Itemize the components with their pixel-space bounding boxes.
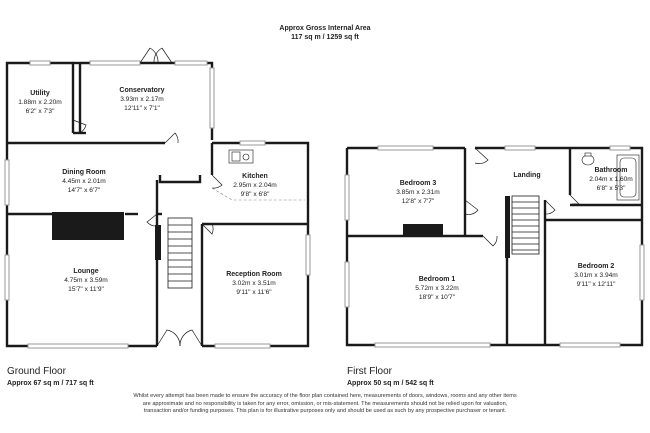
bathroom-dim-m: 2.04m x 1.60m (589, 176, 633, 183)
conservatory-dim-m: 3.93m x 2.17m (120, 96, 164, 103)
bedroom-3-name: Bedroom 3 (400, 180, 437, 187)
kitchen-worktop (211, 187, 305, 201)
room-labels: Utility 1.88m x 2.20m 6'2" x 7'3" Conser… (18, 87, 633, 301)
dining-room-dim-m: 4.45m x 2.01m (62, 178, 106, 185)
conservatory-name: Conservatory (119, 87, 164, 94)
ground-windows (4, 60, 311, 349)
area-total: 117 sq m / 1259 sq ft (291, 34, 359, 41)
stair-post (155, 225, 161, 260)
bedroom-2-dim-ft: 9'11" x 12'11" (577, 281, 617, 288)
landing-name: Landing (513, 172, 540, 179)
bedroom-2-name: Bedroom 2 (578, 263, 615, 270)
bathroom-fixtures (581, 152, 640, 201)
first-stair-wall (505, 196, 510, 258)
kitchen-dim-ft: 9'8" x 6'8" (241, 191, 270, 198)
utility-dim-m: 1.88m x 2.20m (18, 99, 62, 106)
ground-floor-area: Approx 67 sq m / 717 sq ft (7, 380, 94, 387)
bedroom-3-dim-ft: 12'8" x 7'7" (402, 198, 435, 205)
kitchen-name: Kitchen (242, 173, 268, 180)
bedroom-3-dim-m: 3.85m x 2.31m (396, 189, 440, 196)
reception-room-dim-m: 3.02m x 3.51m (232, 280, 276, 287)
first-floor-area: Approx 50 sq m / 542 sq ft (347, 380, 434, 387)
bathroom-name: Bathroom (594, 167, 627, 174)
utility-name: Utility (30, 90, 50, 97)
disclaimer: Whilst every attempt has been made to en… (133, 393, 517, 415)
conservatory-dim-ft: 12'11" x 7'1" (124, 105, 160, 112)
bedroom-1-name: Bedroom 1 (419, 276, 456, 283)
dining-room-name: Dining Room (62, 169, 106, 176)
reception-room-name: Reception Room (226, 271, 282, 278)
first-floor-label: First Floor (347, 366, 392, 377)
lounge-dim-m: 4.75m x 3.59m (64, 277, 108, 284)
utility-dim-ft: 6'2" x 7'3" (26, 108, 55, 115)
bedroom-1-dim-m: 5.72m x 3.22m (415, 285, 459, 292)
ground-floor-label: Ground Floor (7, 366, 66, 377)
ground-stairs (167, 217, 193, 289)
area-title: Approx Gross Internal Area (279, 25, 371, 32)
reception-room-dim-ft: 9'11" x 11'6" (236, 289, 272, 296)
lounge-name: Lounge (73, 268, 98, 275)
first-stairs (511, 195, 540, 255)
first-doors (464, 147, 581, 247)
first-windows (344, 145, 645, 348)
dining-room-dim-ft: 14'7" x 6'7" (68, 187, 101, 194)
bedroom-1-dim-ft: 18'9" x 10'7" (419, 294, 456, 301)
kitchen-sink (228, 149, 254, 164)
bedroom-2-dim-m: 3.01m x 3.94m (574, 272, 618, 279)
first-fireplace (403, 224, 443, 236)
kitchen-dim-m: 2.95m x 2.04m (233, 182, 277, 189)
ground-fireplace (52, 212, 124, 240)
lounge-dim-ft: 15'7" x 11'9" (68, 286, 104, 293)
bathroom-dim-ft: 6'8" x 5'3" (597, 185, 626, 192)
